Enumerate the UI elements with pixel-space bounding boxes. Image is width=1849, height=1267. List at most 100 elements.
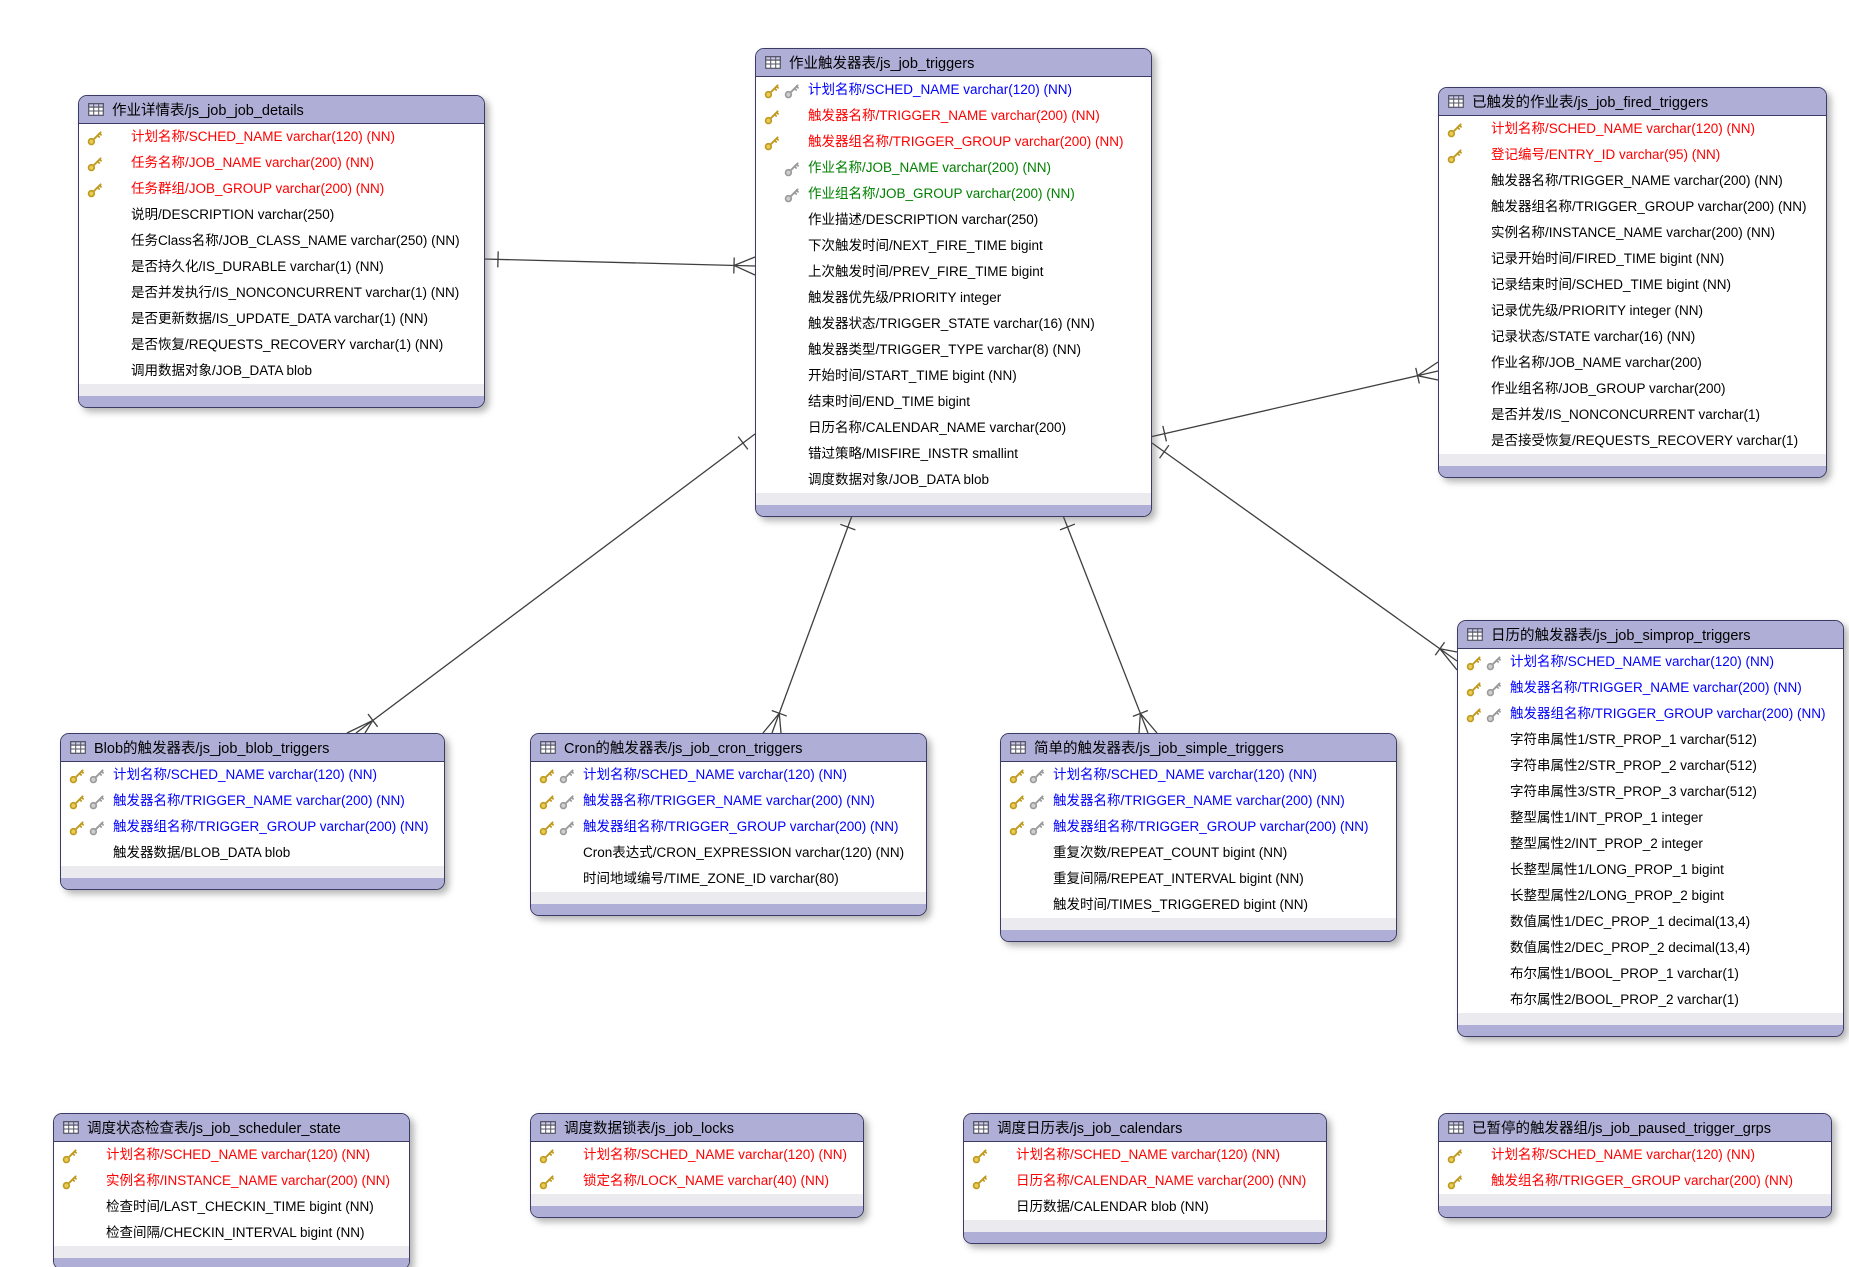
table-header[interactable]: 调度状态检查表/js_job_scheduler_state: [54, 1114, 409, 1142]
field-row-js_job_job_details-6[interactable]: 是否并发执行/IS_NONCONCURRENT varchar(1) (NN): [79, 280, 484, 306]
field-row-js_job_simprop_triggers-2[interactable]: 触发器组名称/TRIGGER_GROUP varchar(200) (NN): [1458, 701, 1843, 727]
field-row-js_job_cron_triggers-3[interactable]: Cron表达式/CRON_EXPRESSION varchar(120) (NN…: [531, 840, 926, 866]
field-row-js_job_triggers-13[interactable]: 日历名称/CALENDAR_NAME varchar(200): [756, 415, 1151, 441]
table-header[interactable]: 作业触发器表/js_job_triggers: [756, 49, 1151, 77]
field-row-js_job_cron_triggers-4[interactable]: 时间地域编号/TIME_ZONE_ID varchar(80): [531, 866, 926, 892]
field-row-js_job_fired_triggers-3[interactable]: 触发器组名称/TRIGGER_GROUP varchar(200) (NN): [1439, 194, 1826, 220]
field-row-js_job_simple_triggers-1[interactable]: 触发器名称/TRIGGER_NAME varchar(200) (NN): [1001, 788, 1396, 814]
field-row-js_job_job_details-4[interactable]: 任务Class名称/JOB_CLASS_NAME varchar(250) (N…: [79, 228, 484, 254]
field-row-js_job_triggers-9[interactable]: 触发器状态/TRIGGER_STATE varchar(16) (NN): [756, 311, 1151, 337]
field-row-js_job_job_details-3[interactable]: 说明/DESCRIPTION varchar(250): [79, 202, 484, 228]
field-row-js_job_blob_triggers-0[interactable]: 计划名称/SCHED_NAME varchar(120) (NN): [61, 762, 444, 788]
field-row-js_job_triggers-15[interactable]: 调度数据对象/JOB_DATA blob: [756, 467, 1151, 493]
field-row-js_job_blob_triggers-3[interactable]: 触发器数据/BLOB_DATA blob: [61, 840, 444, 866]
field-row-js_job_scheduler_state-0[interactable]: 计划名称/SCHED_NAME varchar(120) (NN): [54, 1142, 409, 1168]
table-header[interactable]: 日历的触发器表/js_job_simprop_triggers: [1458, 621, 1843, 649]
field-row-js_job_simprop_triggers-12[interactable]: 布尔属性1/BOOL_PROP_1 varchar(1): [1458, 961, 1843, 987]
field-row-js_job_fired_triggers-4[interactable]: 实例名称/INSTANCE_NAME varchar(200) (NN): [1439, 220, 1826, 246]
field-row-js_job_job_details-5[interactable]: 是否持久化/IS_DURABLE varchar(1) (NN): [79, 254, 484, 280]
field-row-js_job_fired_triggers-8[interactable]: 记录状态/STATE varchar(16) (NN): [1439, 324, 1826, 350]
field-row-js_job_fired_triggers-5[interactable]: 记录开始时间/FIRED_TIME bigint (NN): [1439, 246, 1826, 272]
field-row-js_job_simprop_triggers-6[interactable]: 整型属性1/INT_PROP_1 integer: [1458, 805, 1843, 831]
field-row-js_job_blob_triggers-2[interactable]: 触发器组名称/TRIGGER_GROUP varchar(200) (NN): [61, 814, 444, 840]
field-row-js_job_blob_triggers-1[interactable]: 触发器名称/TRIGGER_NAME varchar(200) (NN): [61, 788, 444, 814]
field-row-js_job_job_details-7[interactable]: 是否更新数据/IS_UPDATE_DATA varchar(1) (NN): [79, 306, 484, 332]
field-row-js_job_fired_triggers-2[interactable]: 触发器名称/TRIGGER_NAME varchar(200) (NN): [1439, 168, 1826, 194]
field-row-js_job_triggers-4[interactable]: 作业组名称/JOB_GROUP varchar(200) (NN): [756, 181, 1151, 207]
field-row-js_job_job_details-2[interactable]: 任务群组/JOB_GROUP varchar(200) (NN): [79, 176, 484, 202]
field-row-js_job_triggers-11[interactable]: 开始时间/START_TIME bigint (NN): [756, 363, 1151, 389]
field-row-js_job_simple_triggers-3[interactable]: 重复次数/REPEAT_COUNT bigint (NN): [1001, 840, 1396, 866]
field-row-js_job_simprop_triggers-7[interactable]: 整型属性2/INT_PROP_2 integer: [1458, 831, 1843, 857]
field-row-js_job_job_details-1[interactable]: 任务名称/JOB_NAME varchar(200) (NN): [79, 150, 484, 176]
field-row-js_job_cron_triggers-2[interactable]: 触发器组名称/TRIGGER_GROUP varchar(200) (NN): [531, 814, 926, 840]
field-row-js_job_simple_triggers-4[interactable]: 重复间隔/REPEAT_INTERVAL bigint (NN): [1001, 866, 1396, 892]
field-row-js_job_simprop_triggers-9[interactable]: 长整型属性2/LONG_PROP_2 bigint: [1458, 883, 1843, 909]
field-row-js_job_scheduler_state-1[interactable]: 实例名称/INSTANCE_NAME varchar(200) (NN): [54, 1168, 409, 1194]
field-row-js_job_locks-1[interactable]: 锁定名称/LOCK_NAME varchar(40) (NN): [531, 1168, 863, 1194]
field-row-js_job_fired_triggers-12[interactable]: 是否接受恢复/REQUESTS_RECOVERY varchar(1): [1439, 428, 1826, 454]
field-row-js_job_triggers-7[interactable]: 上次触发时间/PREV_FIRE_TIME bigint: [756, 259, 1151, 285]
field-row-js_job_calendars-2[interactable]: 日历数据/CALENDAR blob (NN): [964, 1194, 1326, 1220]
field-row-js_job_calendars-1[interactable]: 日历名称/CALENDAR_NAME varchar(200) (NN): [964, 1168, 1326, 1194]
field-row-js_job_simprop_triggers-4[interactable]: 字符串属性2/STR_PROP_2 varchar(512): [1458, 753, 1843, 779]
field-row-js_job_scheduler_state-3[interactable]: 检查间隔/CHECKIN_INTERVAL bigint (NN): [54, 1220, 409, 1246]
field-row-js_job_simprop_triggers-5[interactable]: 字符串属性3/STR_PROP_3 varchar(512): [1458, 779, 1843, 805]
field-row-js_job_simprop_triggers-1[interactable]: 触发器名称/TRIGGER_NAME varchar(200) (NN): [1458, 675, 1843, 701]
field-row-js_job_calendars-0[interactable]: 计划名称/SCHED_NAME varchar(120) (NN): [964, 1142, 1326, 1168]
field-row-js_job_fired_triggers-11[interactable]: 是否并发/IS_NONCONCURRENT varchar(1): [1439, 402, 1826, 428]
field-row-js_job_fired_triggers-10[interactable]: 作业组名称/JOB_GROUP varchar(200): [1439, 376, 1826, 402]
field-row-js_job_triggers-6[interactable]: 下次触发时间/NEXT_FIRE_TIME bigint: [756, 233, 1151, 259]
field-row-js_job_simprop_triggers-11[interactable]: 数值属性2/DEC_PROP_2 decimal(13,4): [1458, 935, 1843, 961]
field-row-js_job_locks-0[interactable]: 计划名称/SCHED_NAME varchar(120) (NN): [531, 1142, 863, 1168]
field-row-js_job_job_details-9[interactable]: 调用数据对象/JOB_DATA blob: [79, 358, 484, 384]
table-header[interactable]: 调度数据锁表/js_job_locks: [531, 1114, 863, 1142]
field-row-js_job_triggers-5[interactable]: 作业描述/DESCRIPTION varchar(250): [756, 207, 1151, 233]
field-row-js_job_cron_triggers-1[interactable]: 触发器名称/TRIGGER_NAME varchar(200) (NN): [531, 788, 926, 814]
field-row-js_job_simprop_triggers-0[interactable]: 计划名称/SCHED_NAME varchar(120) (NN): [1458, 649, 1843, 675]
table-header[interactable]: 简单的触发器表/js_job_simple_triggers: [1001, 734, 1396, 762]
table-header[interactable]: 调度日历表/js_job_calendars: [964, 1114, 1326, 1142]
field-row-js_job_fired_triggers-0[interactable]: 计划名称/SCHED_NAME varchar(120) (NN): [1439, 116, 1826, 142]
field-row-js_job_cron_triggers-0[interactable]: 计划名称/SCHED_NAME varchar(120) (NN): [531, 762, 926, 788]
field-row-js_job_triggers-1[interactable]: 触发器名称/TRIGGER_NAME varchar(200) (NN): [756, 103, 1151, 129]
table-header[interactable]: 已暂停的触发器组/js_job_paused_trigger_grps: [1439, 1114, 1831, 1142]
field-row-js_job_simple_triggers-5[interactable]: 触发时间/TIMES_TRIGGERED bigint (NN): [1001, 892, 1396, 918]
field-row-js_job_triggers-2[interactable]: 触发器组名称/TRIGGER_GROUP varchar(200) (NN): [756, 129, 1151, 155]
field-row-js_job_scheduler_state-2[interactable]: 检查时间/LAST_CHECKIN_TIME bigint (NN): [54, 1194, 409, 1220]
field-row-js_job_triggers-0[interactable]: 计划名称/SCHED_NAME varchar(120) (NN): [756, 77, 1151, 103]
field-row-js_job_simprop_triggers-13[interactable]: 布尔属性2/BOOL_PROP_2 varchar(1): [1458, 987, 1843, 1013]
field-row-js_job_fired_triggers-9[interactable]: 作业名称/JOB_NAME varchar(200): [1439, 350, 1826, 376]
field-row-js_job_triggers-14[interactable]: 错过策略/MISFIRE_INSTR smallint: [756, 441, 1151, 467]
field-row-js_job_job_details-0[interactable]: 计划名称/SCHED_NAME varchar(120) (NN): [79, 124, 484, 150]
field-row-js_job_triggers-8[interactable]: 触发器优先级/PRIORITY integer: [756, 285, 1151, 311]
table-header[interactable]: 作业详情表/js_job_job_details: [79, 96, 484, 124]
field-row-js_job_triggers-12[interactable]: 结束时间/END_TIME bigint: [756, 389, 1151, 415]
field-row-js_job_simprop_triggers-10[interactable]: 数值属性1/DEC_PROP_1 decimal(13,4): [1458, 909, 1843, 935]
field-row-js_job_triggers-3[interactable]: 作业名称/JOB_NAME varchar(200) (NN): [756, 155, 1151, 181]
field-row-js_job_paused_trigger_grps-1[interactable]: 触发组名称/TRIGGER_GROUP varchar(200) (NN): [1439, 1168, 1831, 1194]
field-row-js_job_simprop_triggers-3[interactable]: 字符串属性1/STR_PROP_1 varchar(512): [1458, 727, 1843, 753]
field-row-js_job_fired_triggers-1[interactable]: 登记编号/ENTRY_ID varchar(95) (NN): [1439, 142, 1826, 168]
table-header[interactable]: Cron的触发器表/js_job_cron_triggers: [531, 734, 926, 762]
field-row-js_job_simple_triggers-2[interactable]: 触发器组名称/TRIGGER_GROUP varchar(200) (NN): [1001, 814, 1396, 840]
field-row-js_job_fired_triggers-7[interactable]: 记录优先级/PRIORITY integer (NN): [1439, 298, 1826, 324]
field-row-js_job_simprop_triggers-8[interactable]: 长整型属性1/LONG_PROP_1 bigint: [1458, 857, 1843, 883]
table-header[interactable]: 已触发的作业表/js_job_fired_triggers: [1439, 88, 1826, 116]
field-row-js_job_simple_triggers-0[interactable]: 计划名称/SCHED_NAME varchar(120) (NN): [1001, 762, 1396, 788]
field-row-js_job_fired_triggers-6[interactable]: 记录结束时间/SCHED_TIME bigint (NN): [1439, 272, 1826, 298]
field-row-js_job_job_details-8[interactable]: 是否恢复/REQUESTS_RECOVERY varchar(1) (NN): [79, 332, 484, 358]
field-row-js_job_triggers-10[interactable]: 触发器类型/TRIGGER_TYPE varchar(8) (NN): [756, 337, 1151, 363]
table-header[interactable]: Blob的触发器表/js_job_blob_triggers: [61, 734, 444, 762]
